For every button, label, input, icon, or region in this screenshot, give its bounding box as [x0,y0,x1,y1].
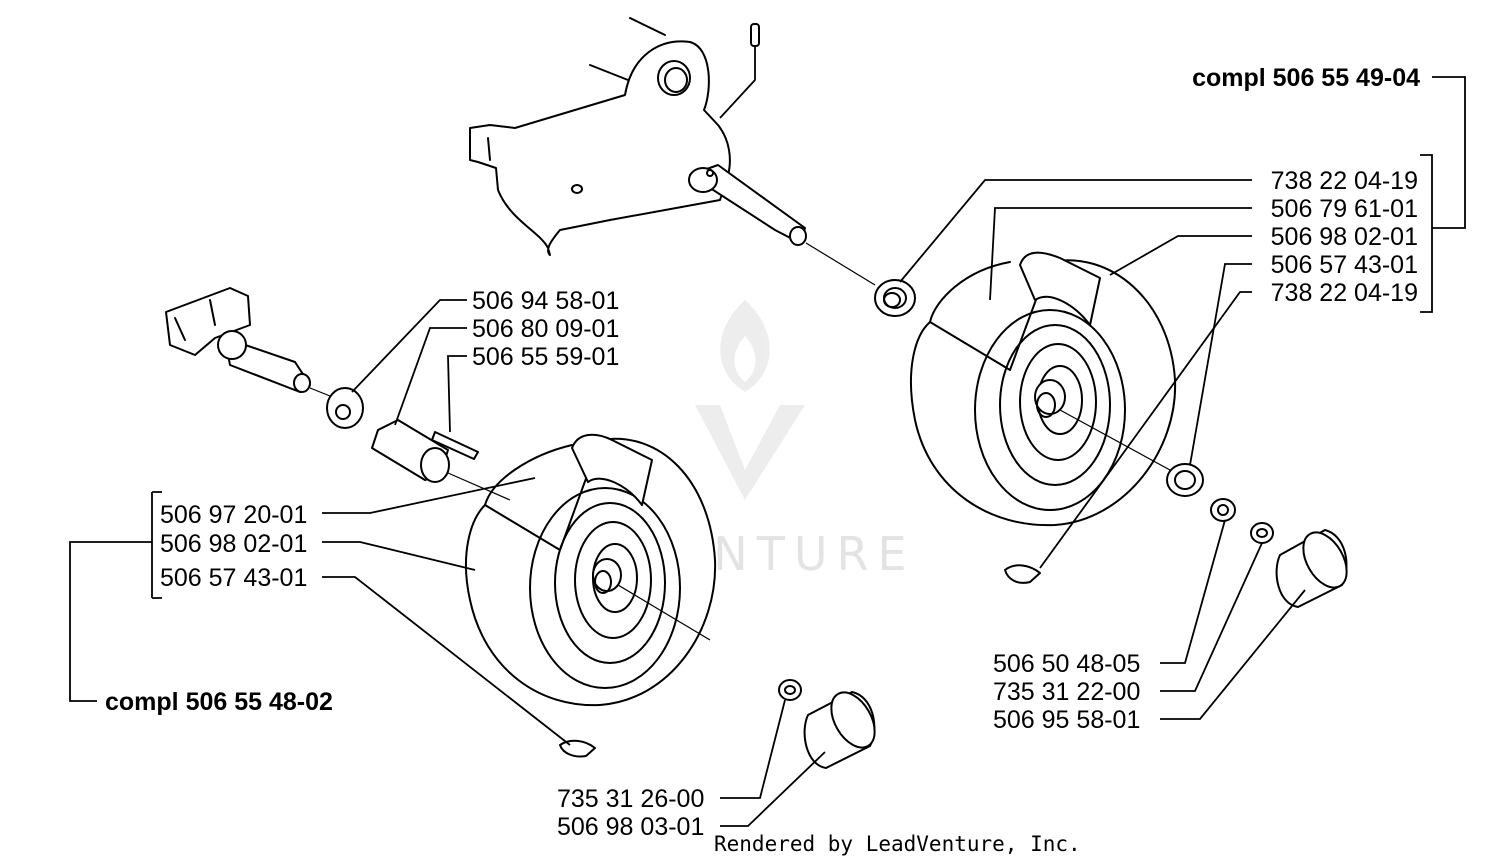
label-br3: 506 95 58-01 [993,706,1140,734]
label-br1: 506 50 48-05 [993,650,1140,678]
label-r3: 506 98 02-01 [1271,223,1418,251]
label-bc1: 735 31 26-00 [557,785,704,813]
left-axle [165,287,479,483]
axle-centerline-left [447,472,511,501]
label-l2: 506 98 02-01 [160,530,307,558]
label-bc2: 506 98 03-01 [557,813,704,841]
label-l3: 506 57 43-01 [160,564,307,592]
footer-credit: Rendered by LeadVenture, Inc. [714,832,1081,856]
label-m3: 506 55 59-01 [472,343,619,371]
watermark-logo [695,300,805,500]
label-compl-right: compl 506 55 49-04 [1192,64,1420,92]
label-m2: 506 80 09-01 [472,315,619,343]
label-r4: 506 57 43-01 [1271,251,1418,279]
label-r1: 738 22 04-19 [1271,167,1418,195]
label-l1: 506 97 20-01 [160,501,307,529]
label-r5: 738 22 04-19 [1271,279,1418,307]
label-r2: 506 79 61-01 [1271,195,1418,223]
left-wheel [464,433,876,769]
label-m1: 506 94 58-01 [472,287,619,315]
axle-centerline-right [805,242,876,286]
right-wheel [874,251,1348,608]
leader-lines [69,76,1466,827]
label-br2: 735 31 22-00 [993,678,1140,706]
label-compl-left: compl 506 55 48-02 [105,688,333,716]
frame-bracket [469,17,807,256]
part-labels: compl 506 55 49-04 738 22 04-19 506 79 6… [105,64,1420,841]
